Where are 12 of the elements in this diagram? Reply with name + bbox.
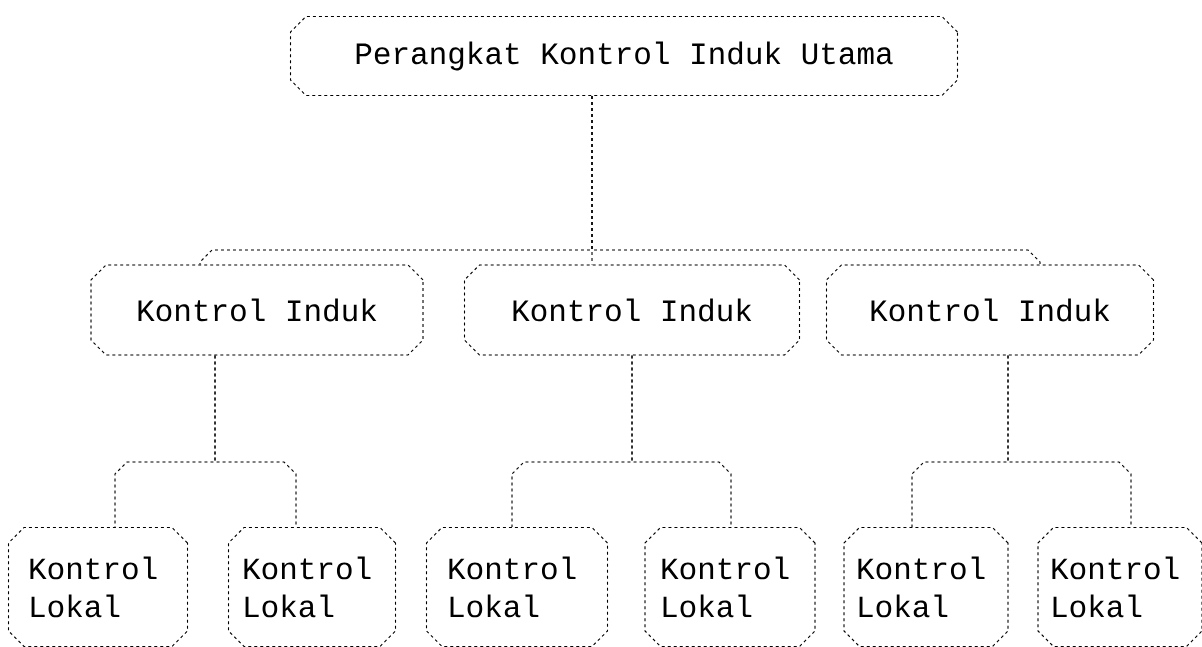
control-box: Kontrol Lokal <box>425 526 609 647</box>
control-box: Kontrol Lokal <box>644 526 816 647</box>
control-box: Kontrol Induk <box>825 264 1155 356</box>
control-box: Kontrol Lokal <box>843 526 1009 647</box>
control-box: Kontrol Lokal <box>1037 526 1202 647</box>
root-box: Perangkat Kontrol Induk Utama <box>289 15 959 97</box>
control-box: Kontrol Lokal <box>7 526 189 647</box>
control-box: Kontrol Induk <box>90 264 424 356</box>
control-box: Kontrol Lokal <box>227 526 397 647</box>
connector-line <box>591 95 1041 265</box>
control-box: Kontrol Induk <box>463 264 801 356</box>
connector-line <box>1007 355 1132 528</box>
